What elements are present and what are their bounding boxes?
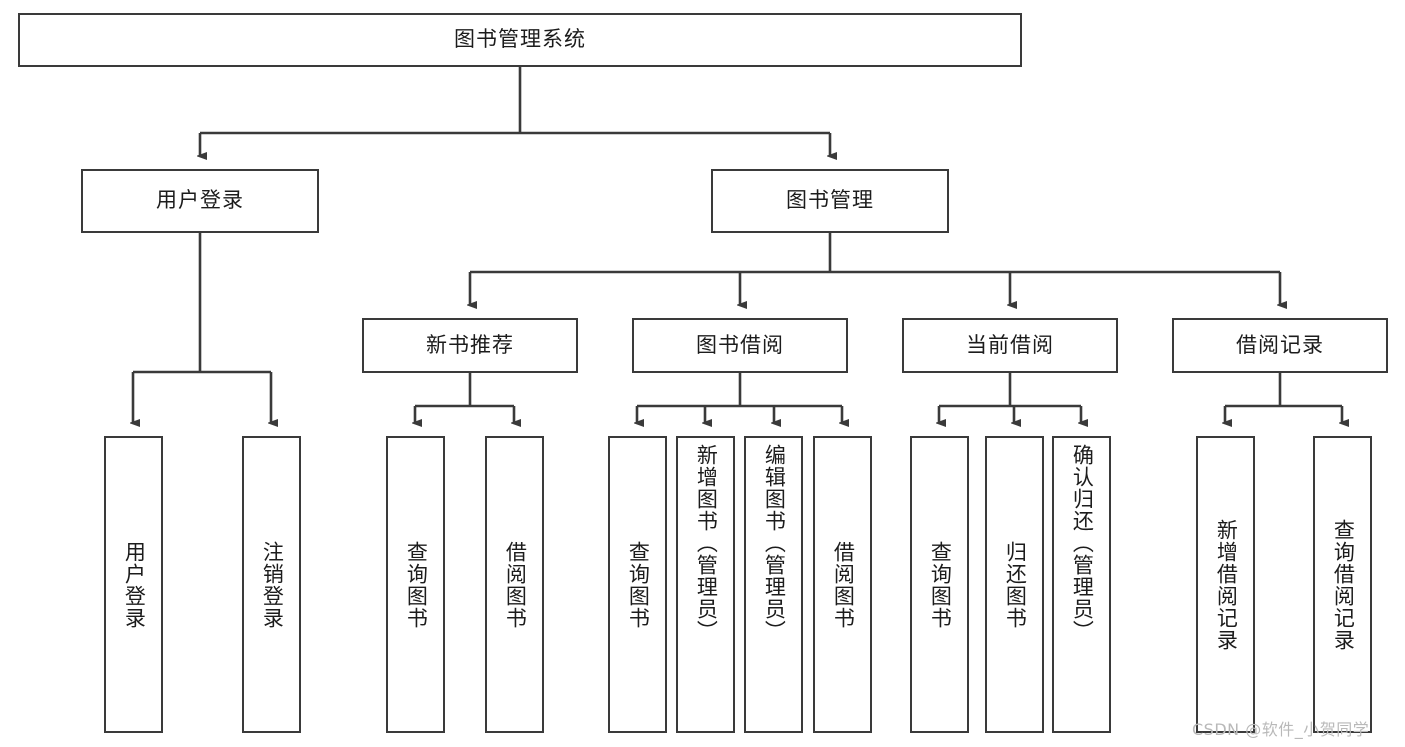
leaf-borrow-book-newbook[interactable]: 借阅图书 [485,436,544,733]
node-label: 用户登录 [122,540,147,629]
node-label: 当前借阅 [966,332,1054,357]
node-label: 图书借阅 [696,332,784,357]
leaf-add-borrow-record[interactable]: 新增借阅记录 [1196,436,1255,733]
leaf-confirm-return-admin[interactable]: 确认归还（管理员） [1052,436,1111,733]
node-label: 查询图书 [404,540,429,629]
node-book-borrow[interactable]: 图书借阅 [632,318,848,373]
node-label: 借阅记录 [1236,332,1324,357]
leaf-return-book[interactable]: 归还图书 [985,436,1044,733]
leaf-logout-login[interactable]: 注销登录 [242,436,301,733]
node-borrow-record[interactable]: 借阅记录 [1172,318,1388,373]
node-label: 确认归还（管理员） [1070,444,1095,642]
leaf-query-book-borrow[interactable]: 查询图书 [608,436,667,733]
node-label: 新增借阅记录 [1214,518,1239,651]
node-new-book-recommend[interactable]: 新书推荐 [362,318,578,373]
node-label: 注销登录 [260,540,285,629]
node-label: 编辑图书（管理员） [762,444,787,642]
node-label: 图书管理 [786,188,874,213]
node-label: 借阅图书 [831,540,856,629]
leaf-add-book-admin[interactable]: 新增图书（管理员） [676,436,735,733]
node-root-system[interactable]: 图书管理系统 [18,13,1022,67]
node-label: 查询图书 [626,540,651,629]
node-label: 新书推荐 [426,332,514,357]
leaf-edit-book-admin[interactable]: 编辑图书（管理员） [744,436,803,733]
node-current-borrow[interactable]: 当前借阅 [902,318,1118,373]
node-label: 查询图书 [928,540,953,629]
node-label: 归还图书 [1003,540,1028,629]
node-user-login[interactable]: 用户登录 [81,169,319,233]
leaf-query-borrow-record[interactable]: 查询借阅记录 [1313,436,1372,733]
leaf-borrow-book[interactable]: 借阅图书 [813,436,872,733]
node-label: 查询借阅记录 [1331,518,1356,651]
leaf-query-book-current[interactable]: 查询图书 [910,436,969,733]
node-label: 图书管理系统 [454,27,586,52]
node-label: 借阅图书 [503,540,528,629]
leaf-query-book-newbook[interactable]: 查询图书 [386,436,445,733]
node-label: 用户登录 [156,188,244,213]
node-book-management[interactable]: 图书管理 [711,169,949,233]
leaf-user-login[interactable]: 用户登录 [104,436,163,733]
csdn-watermark: CSDN @软件_小贺同学 [1192,720,1370,739]
node-label: 新增图书（管理员） [694,444,719,642]
